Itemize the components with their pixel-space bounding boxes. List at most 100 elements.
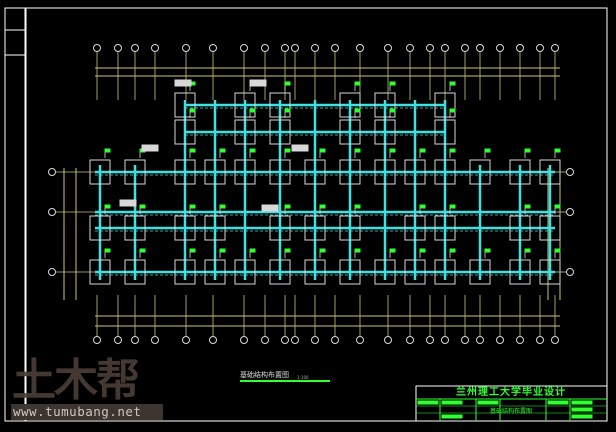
drawing-scale: 1:100 [297,375,309,380]
footing-tag [189,108,196,113]
footing-tag [419,248,426,253]
title-block-school: 兰州理工大学毕业设计 [456,387,566,398]
footing-tag [319,204,326,209]
title-block-text [441,414,463,419]
watermark-logo: 土木帮 [12,355,140,406]
footing-tag [389,81,396,86]
axis-bubble [551,336,559,344]
footing-pad [404,159,426,185]
axis-bubble [566,268,574,276]
footing-tag [104,248,111,253]
footing-pad [234,119,256,145]
footing-pad [174,119,196,145]
watermark-url: www.tumubang.net [11,404,163,420]
footing-pad [509,259,531,285]
axis-bubble [384,336,392,344]
footing-tag [319,248,326,253]
footing-tag [524,204,531,209]
footing-tag [389,108,396,113]
title-block-text [571,407,593,412]
footing-tag [139,204,146,209]
footing-pad [404,259,426,285]
footing-tag [484,148,491,153]
axis-bubble [384,44,392,52]
axis-bubble [496,44,504,52]
axis-bubble [536,44,544,52]
axis-bubble [209,336,217,344]
axis-bubble [441,336,449,344]
footing-tag [419,148,426,153]
footing-pad [269,159,291,185]
footing-pad [339,215,361,241]
footing-tag [449,248,456,253]
footing-pad [469,159,491,185]
footing-tag [284,108,291,113]
footing-pad [304,259,326,285]
footing-tag [189,204,196,209]
footing-pad [469,259,491,285]
axis-bubble [93,336,101,344]
footing-tag [219,248,226,253]
footing-pad [234,92,256,118]
footing-tag [354,204,361,209]
footing-pad [509,215,531,241]
footing-pad [304,159,326,185]
footing-tag [389,148,396,153]
axis-bubble [496,336,504,344]
axis-bubble [209,44,217,52]
axis-bubble [476,44,484,52]
axis-bubble [516,336,524,344]
footing-pad [374,259,396,285]
axis-bubble [356,336,364,344]
footing-pad [124,259,146,285]
footing-tag [249,148,256,153]
footing-tag [189,148,196,153]
footing-tag [284,204,291,209]
footing-tag [449,204,456,209]
axis-bubble [151,44,159,52]
axis-bubble [114,336,122,344]
footing-pad [269,215,291,241]
footing-pad [124,159,146,185]
column-tag [174,79,192,87]
footing-pad [374,159,396,185]
axis-bubble [566,168,574,176]
axis-bubble [441,44,449,52]
footing-tag [189,248,196,253]
title-block-text [417,400,439,405]
footing-pad [89,159,111,185]
footing-tag [449,108,456,113]
footing-tag [219,204,226,209]
footing-pad [339,92,361,118]
title-block-text [441,400,463,405]
footing-tag [354,248,361,253]
column-tag [119,199,137,207]
footing-tag [449,81,456,86]
axis-bubble [93,44,101,52]
footing-tag [219,148,226,153]
footing-pad [304,215,326,241]
footing-pad [269,119,291,145]
axis-bubble [131,44,139,52]
footing-pad [174,159,196,185]
axis-bubble [331,336,339,344]
title-block [415,385,608,422]
footing-pad [539,215,561,241]
footing-tag [449,148,456,153]
footing-tag [554,248,561,253]
footing-tag [284,248,291,253]
axis-bubble [291,336,299,344]
footing-tag [419,204,426,209]
axis-bubble [261,44,269,52]
footing-pad [174,92,196,118]
footing-pad [204,259,226,285]
footing-tag [249,108,256,113]
footing-tag [524,148,531,153]
drawing-border [25,7,608,422]
column-tag [291,144,309,152]
column-tag [141,144,159,152]
footing-tag [319,148,326,153]
axis-bubble [461,44,469,52]
axis-bubble [406,336,414,344]
footing-tag [104,148,111,153]
